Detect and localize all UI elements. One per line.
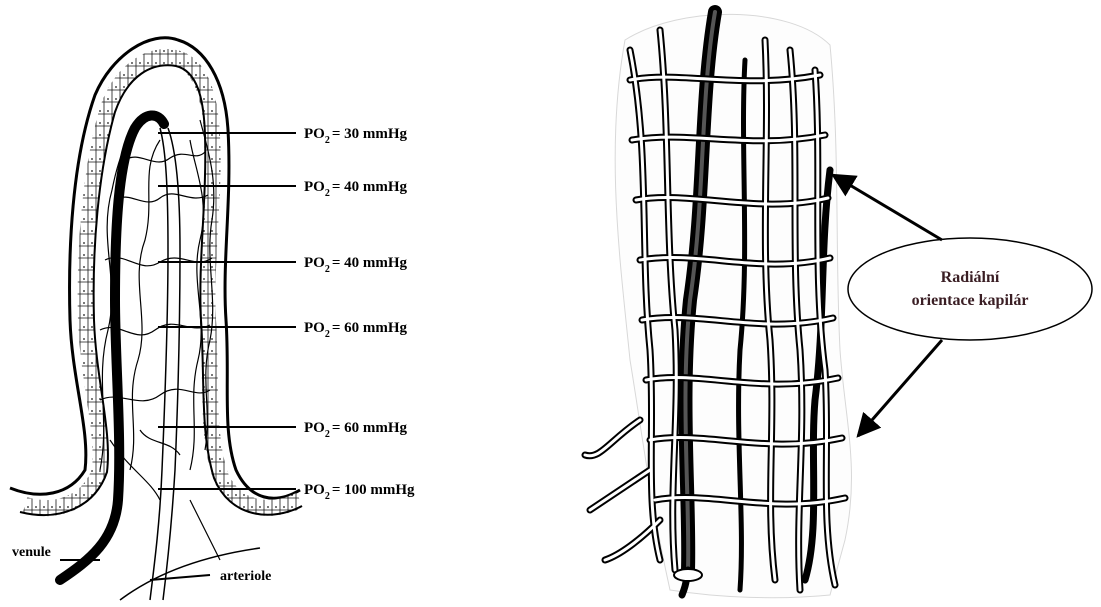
po2-label-5: PO2= 60 mmHg <box>304 420 408 440</box>
arteriole-label: arteriole <box>220 569 271 584</box>
po2-label-6: PO2= 100 mmHg <box>304 482 415 502</box>
callout-text-line2: orientace kapilár <box>912 292 1029 309</box>
arrow-upper <box>833 175 942 240</box>
arrow-lower <box>858 340 942 436</box>
villus-epithelium <box>10 38 300 498</box>
villus-illustration <box>10 38 302 600</box>
arteriole-leader <box>150 575 210 580</box>
radial-orientation-callout: Radiální orientace kapilár <box>848 238 1092 340</box>
po2-label-4: PO2= 60 mmHg <box>304 320 408 340</box>
capillary-cast-illustration <box>585 12 851 598</box>
po2-label-1: PO2= 30 mmHg <box>304 126 408 146</box>
po2-label-2: PO2= 40 mmHg <box>304 179 408 199</box>
callout-text-line1: Radiální <box>941 269 1000 286</box>
po2-label-3: PO2= 40 mmHg <box>304 255 408 275</box>
po2-labels: PO2= 30 mmHg PO2= 40 mmHg PO2= 40 mmHg P… <box>304 126 415 502</box>
venule-label: venule <box>12 545 51 560</box>
